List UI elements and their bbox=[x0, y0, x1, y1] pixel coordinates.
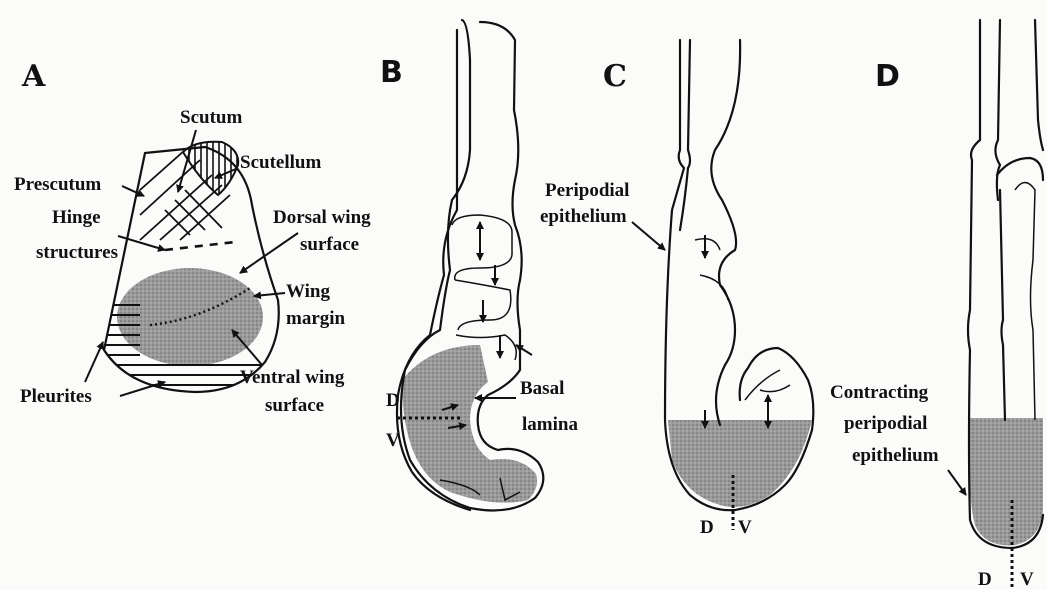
panel-b-fold-1 bbox=[452, 215, 512, 280]
label-peripodial-1: Peripodial bbox=[545, 180, 629, 201]
label-dorsal-2: surface bbox=[300, 234, 359, 255]
label-ventral-2: surface bbox=[265, 395, 324, 416]
panel-b-letter: B bbox=[380, 55, 403, 90]
d-axis-d: D bbox=[978, 569, 992, 590]
panel-d-inner-fold bbox=[1015, 183, 1035, 421]
label-scutum: Scutum bbox=[180, 107, 242, 128]
panel-a: A bbox=[14, 59, 371, 416]
panel-c-inner-left bbox=[680, 40, 690, 230]
panel-c-letter: C bbox=[603, 59, 627, 94]
arrow-pleurites-2 bbox=[120, 382, 165, 396]
label-margin-2: margin bbox=[286, 308, 346, 329]
label-margin-1: Wing bbox=[286, 281, 331, 302]
arrow-margin bbox=[254, 293, 285, 296]
arrow-dorsal bbox=[240, 233, 298, 273]
arrow-peripodial bbox=[632, 222, 665, 250]
panel-c: C D V Peripodial epithelium bbox=[540, 40, 813, 538]
panel-b: B D V Basal lamina bbox=[380, 20, 578, 510]
label-pleurites: Pleurites bbox=[20, 386, 92, 407]
arrow-pleurites-1 bbox=[85, 342, 103, 382]
label-dorsal-1: Dorsal wing bbox=[273, 207, 371, 228]
panel-b-shading bbox=[402, 345, 537, 503]
arrow-prescutum bbox=[122, 186, 144, 196]
arrow-contracting bbox=[948, 470, 966, 495]
label-ventral-1: Ventral wing bbox=[240, 367, 345, 388]
label-scutellum: Scutellum bbox=[240, 152, 321, 173]
arrow-basal-top bbox=[516, 345, 532, 355]
panel-d: D D V Contracting peripodial epithelium bbox=[830, 20, 1043, 590]
hinge-line bbox=[165, 242, 235, 250]
c-axis-v: V bbox=[738, 517, 752, 538]
panel-d-shading bbox=[968, 418, 1043, 545]
label-contracting-3: epithelium bbox=[852, 445, 939, 466]
label-contracting-2: peripodial bbox=[844, 413, 927, 434]
b-axis-v: V bbox=[386, 430, 400, 451]
panel-d-inner-loop bbox=[997, 158, 1043, 420]
c-axis-d: D bbox=[700, 517, 714, 538]
label-peripodial-2: epithelium bbox=[540, 206, 627, 227]
panel-d-right-top bbox=[1035, 20, 1043, 150]
label-hinge-1: Hinge bbox=[52, 207, 101, 228]
panel-a-letter: A bbox=[21, 59, 46, 94]
label-contracting-1: Contracting bbox=[830, 382, 929, 403]
label-hinge-2: structures bbox=[36, 242, 118, 263]
label-basal-2: lamina bbox=[522, 414, 578, 435]
panel-c-right-contour bbox=[711, 40, 740, 425]
b-axis-d: D bbox=[386, 390, 400, 411]
panel-d-letter: D bbox=[875, 59, 900, 94]
label-prescutum: Prescutum bbox=[14, 174, 101, 195]
d-axis-v: V bbox=[1020, 569, 1034, 590]
label-basal-1: Basal bbox=[520, 378, 564, 399]
